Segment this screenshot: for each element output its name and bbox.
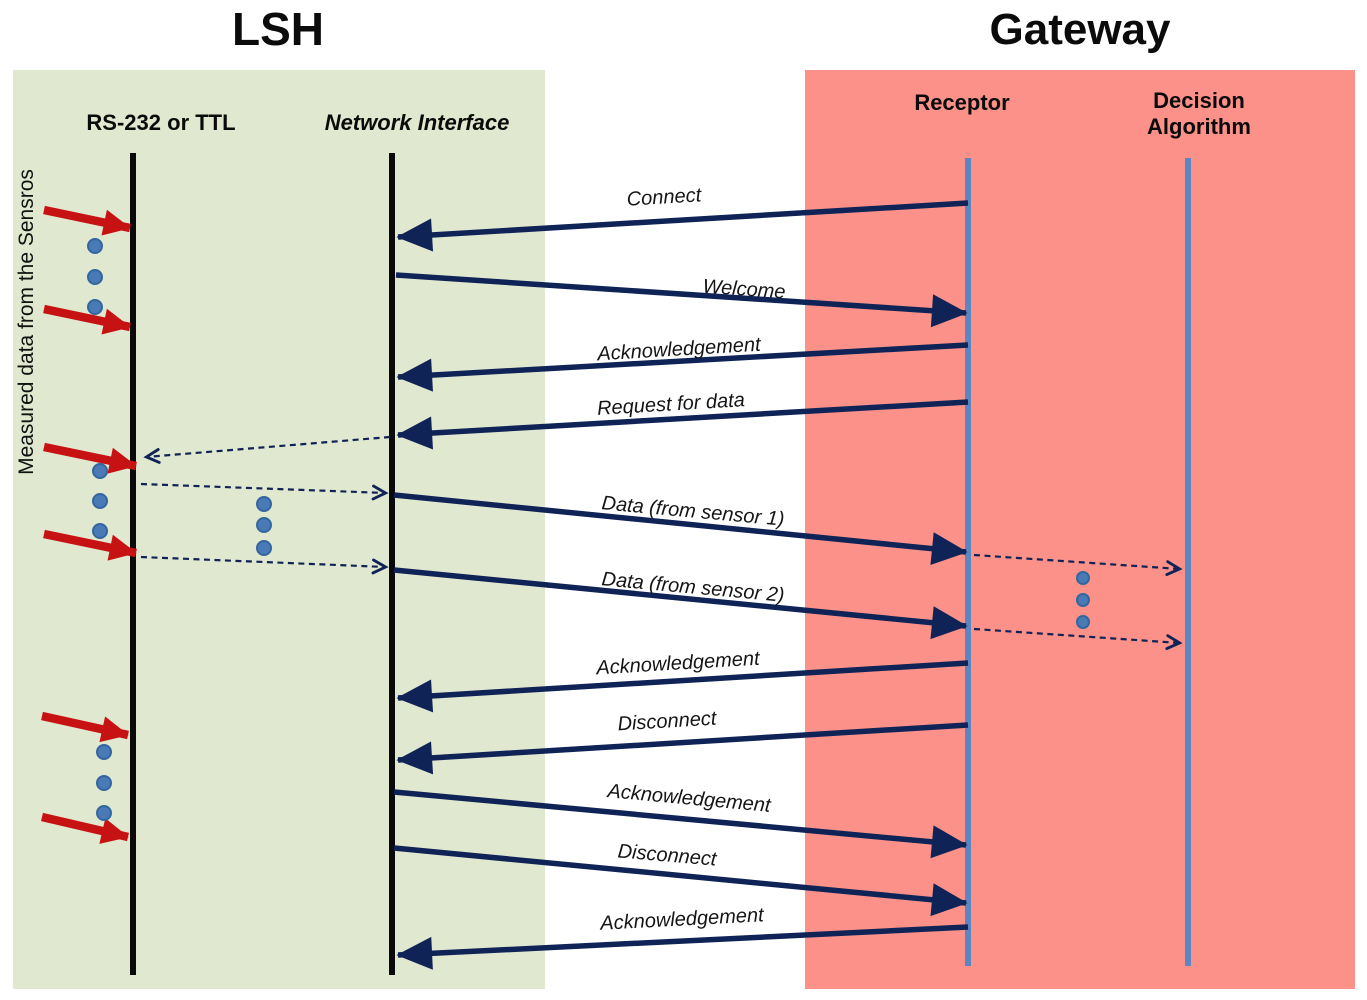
message-arrow (396, 660, 969, 713)
message-arrow (396, 342, 969, 392)
ellipsis-dot (92, 463, 108, 479)
column-header-receptor: Receptor (914, 90, 1010, 115)
message-arrow (393, 567, 968, 640)
sensor-input-arrow (43, 529, 137, 561)
ellipsis-dot (1076, 571, 1090, 585)
message-arrow (396, 200, 969, 252)
ellipsis-dot (92, 523, 108, 539)
message-arrow (393, 845, 968, 917)
dashed-link-arrow (973, 553, 1183, 577)
gateway-title: Gateway (989, 5, 1171, 54)
dashed-link-arrow (140, 555, 389, 575)
message-arrow (395, 272, 968, 328)
ellipsis-dot (87, 238, 103, 254)
column-header-decision-algorithm: Decision Algorithm (1147, 88, 1251, 139)
sensor-input-arrow (41, 812, 129, 844)
lsh-title: LSH (232, 3, 324, 55)
ellipsis-dot (256, 517, 272, 533)
sensor-input-arrow (41, 711, 129, 743)
ellipsis-dot (256, 496, 272, 512)
ellipsis-dot (1076, 615, 1090, 629)
dashed-link-arrow (143, 435, 391, 464)
column-header-network-interface: Network Interface (324, 110, 510, 135)
ellipsis-dot (1076, 593, 1090, 607)
dashed-link-arrow (140, 482, 389, 501)
column-header-rs232: RS-232 or TTL (86, 110, 236, 135)
ellipsis-dot (96, 775, 112, 791)
sensor-input-arrow (43, 304, 131, 335)
dashed-link-arrow (973, 627, 1183, 651)
ellipsis-dot (96, 805, 112, 821)
ellipsis-dot (92, 493, 108, 509)
message-arrow (396, 399, 969, 450)
sensor-input-arrow (43, 442, 137, 474)
message-arrow (396, 924, 969, 970)
sensor-input-arrow (43, 205, 131, 236)
ellipsis-dot (87, 269, 103, 285)
ellipsis-dot (256, 540, 272, 556)
message-arrow (396, 722, 969, 775)
side-label-measured-data: Measured data from the Sensros (15, 169, 38, 475)
message-arrow (393, 789, 968, 859)
ellipsis-dot (96, 744, 112, 760)
message-arrow (393, 492, 968, 566)
ellipsis-dot (87, 299, 103, 315)
